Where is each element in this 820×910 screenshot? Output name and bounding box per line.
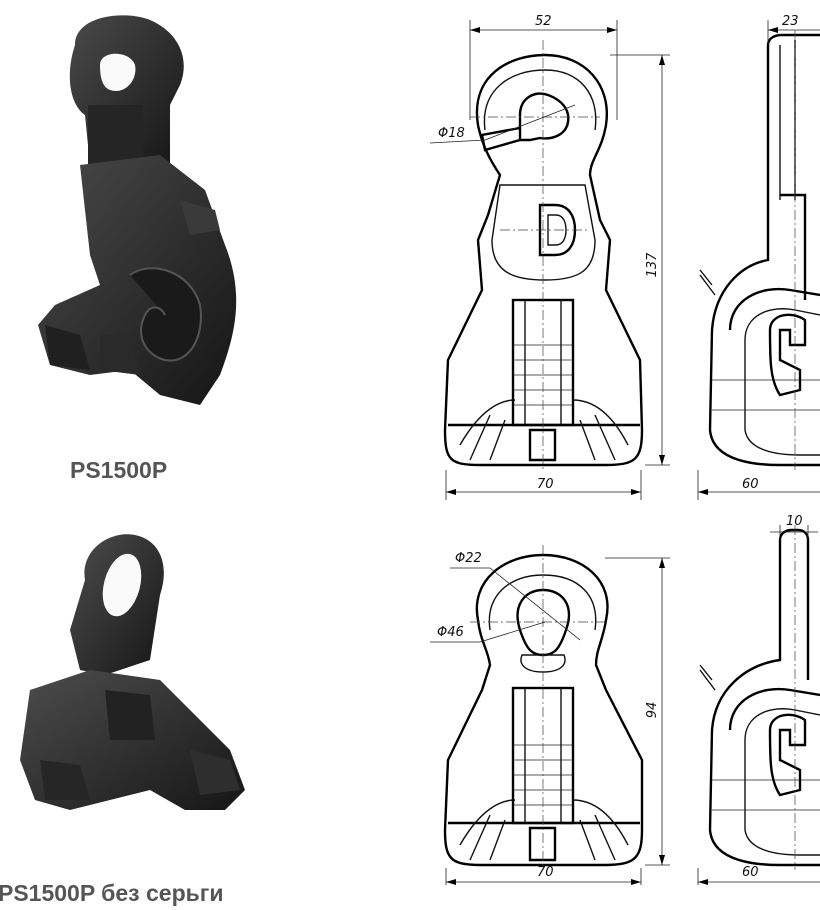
- suspension-clamp-without-shackle-photo: [20, 534, 245, 810]
- dim-60-top: 60: [742, 477, 759, 492]
- dim-outer-46: Φ46: [437, 625, 464, 640]
- side-view-without-shackle: 10 60: [697, 514, 820, 885]
- dim-70-top: 70: [537, 477, 554, 492]
- dim-60-bottom: 60: [742, 865, 759, 880]
- dim-hole-18: Φ18: [438, 126, 465, 141]
- dim-52: 52: [535, 14, 552, 29]
- front-view-without-shackle: Φ22 Φ46 94 70: [430, 545, 670, 885]
- product-caption-ps1500p-no-shackle: PS1500P без серьги: [0, 880, 224, 906]
- dim-94: 94: [645, 702, 660, 719]
- front-view-with-hook: 52 Φ18 137 70: [429, 14, 670, 500]
- side-view-with-hook: 23 60: [697, 14, 820, 500]
- dim-23: 23: [782, 14, 799, 29]
- dim-10: 10: [786, 514, 803, 529]
- dim-70-bottom: 70: [537, 865, 554, 880]
- product-caption-ps1500p: PS1500P: [70, 457, 168, 483]
- dim-hole-22: Φ22: [455, 551, 482, 566]
- dim-137: 137: [645, 252, 660, 278]
- suspension-clamp-with-hook-photo: [38, 15, 237, 405]
